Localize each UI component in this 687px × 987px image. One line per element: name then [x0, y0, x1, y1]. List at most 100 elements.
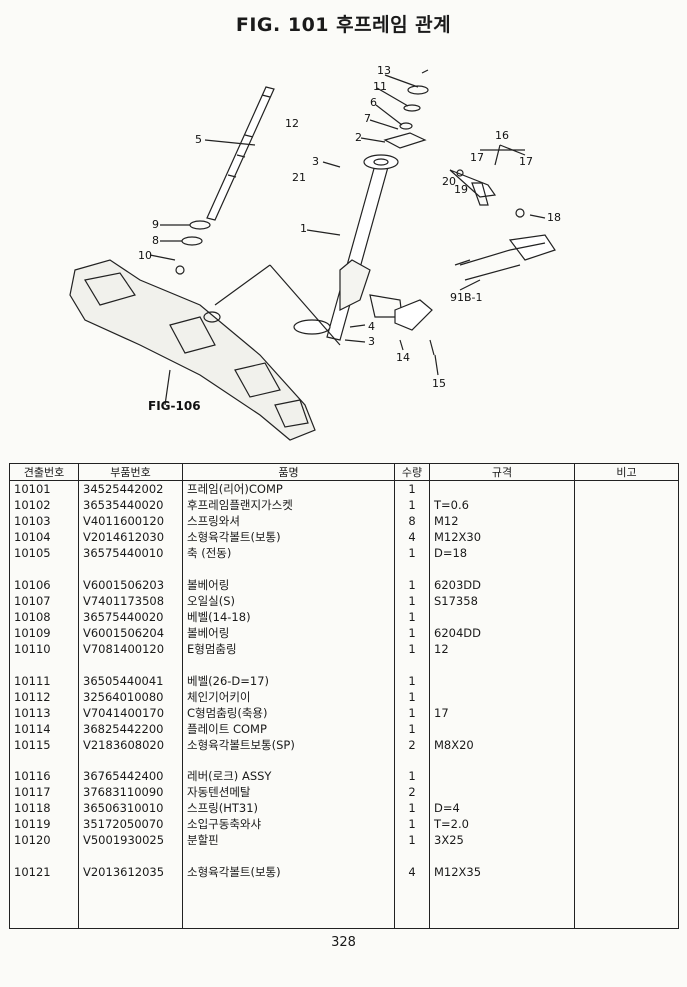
part-no-cell: V6001506203 — [78, 576, 183, 593]
callout-6: 6 — [370, 96, 377, 109]
index-no-cell — [9, 752, 79, 769]
quantity-cell: 1 — [394, 768, 430, 785]
remarks-cell — [574, 816, 679, 833]
table-row — [9, 895, 679, 912]
part-no-cell: V6001506204 — [78, 624, 183, 641]
spec-cell — [429, 848, 575, 865]
part-name-cell: 오일실(S) — [182, 592, 395, 609]
callout-91b-1: 91B-1 — [450, 291, 483, 304]
spec-cell: T=2.0 — [429, 816, 575, 833]
spec-cell — [429, 911, 575, 929]
remarks-cell — [574, 736, 679, 753]
quantity-cell: 1 — [394, 800, 430, 817]
remarks-cell — [574, 784, 679, 801]
table-row — [9, 561, 679, 577]
part-name-cell — [182, 880, 395, 896]
part-name-cell — [182, 895, 395, 912]
index-no-cell: 10121 — [9, 864, 79, 881]
part-no-cell: V2013612035 — [78, 864, 183, 881]
spec-cell — [429, 768, 575, 785]
diagram-svg: 13 11 6 7 2 3 21 1 5 12 9 8 10 4 3 14 15… — [69, 64, 561, 441]
quantity-cell: 1 — [394, 688, 430, 705]
part-no-cell: 36825442200 — [78, 720, 183, 737]
quantity-cell: 1 — [394, 720, 430, 737]
quantity-cell: 1 — [394, 816, 430, 833]
index-no-cell: 10107 — [9, 592, 79, 609]
callout-3b: 3 — [368, 335, 375, 348]
spec-cell: 6203DD — [429, 576, 575, 593]
quantity-cell — [394, 561, 430, 577]
index-no-cell: 10110 — [9, 640, 79, 657]
part-no-cell: 35172050070 — [78, 816, 183, 833]
spec-cell — [429, 672, 575, 689]
quantity-cell: 2 — [394, 736, 430, 753]
callout-16: 16 — [495, 129, 509, 142]
remarks-cell — [574, 672, 679, 689]
part-no-cell: V7081400120 — [78, 640, 183, 657]
remarks-cell — [574, 545, 679, 561]
remarks-cell — [574, 561, 679, 577]
part-name-cell: 후프레임플랜지가스켓 — [182, 497, 395, 513]
spec-cell — [429, 688, 575, 705]
part-name-cell — [182, 561, 395, 577]
quantity-cell: 2 — [394, 784, 430, 801]
part-no-cell: 36535440020 — [78, 497, 183, 513]
table-row — [9, 911, 679, 929]
part-name-cell — [182, 752, 395, 769]
index-no-cell: 10120 — [9, 832, 79, 849]
page-number: 328 — [331, 935, 356, 950]
index-no-cell: 10101 — [9, 480, 79, 497]
table-row — [9, 656, 679, 673]
quantity-cell: 1 — [394, 672, 430, 689]
part-name-cell — [182, 911, 395, 929]
quantity-cell: 1 — [394, 704, 430, 721]
quantity-cell: 1 — [394, 608, 430, 625]
callout-8: 8 — [152, 234, 159, 247]
part-no-cell: 32564010080 — [78, 688, 183, 705]
part-name-cell: 베벨(14-18) — [182, 608, 395, 625]
part-no-cell: 37683110090 — [78, 784, 183, 801]
part-no-cell — [78, 895, 183, 912]
index-no-cell: 10113 — [9, 704, 79, 721]
part-name-cell: 소형육각볼트(보통) — [182, 864, 395, 881]
remarks-cell — [574, 704, 679, 721]
spec-cell: 17 — [429, 704, 575, 721]
callout-15: 15 — [432, 377, 446, 390]
index-no-cell: 10103 — [9, 513, 79, 529]
part-name-cell: 체인기어키이 — [182, 688, 395, 705]
quantity-cell — [394, 656, 430, 673]
remarks-cell — [574, 911, 679, 929]
part-name-cell: 플레이트 COMP — [182, 720, 395, 737]
callout-20: 20 — [442, 175, 456, 188]
part-no-cell: V7401173508 — [78, 592, 183, 609]
quantity-cell — [394, 848, 430, 865]
index-no-cell: 10116 — [9, 768, 79, 785]
part-name-cell: 소형육각볼트보통(SP) — [182, 736, 395, 753]
index-no-cell — [9, 561, 79, 577]
remarks-cell — [574, 656, 679, 673]
remarks-cell — [574, 592, 679, 609]
quantity-cell: 1 — [394, 592, 430, 609]
index-no-cell — [9, 656, 79, 673]
spec-cell — [429, 752, 575, 769]
spec-cell: 12 — [429, 640, 575, 657]
part-no-cell: V2014612030 — [78, 529, 183, 545]
part-no-cell — [78, 911, 183, 929]
spec-cell — [429, 784, 575, 801]
remarks-cell — [574, 576, 679, 593]
part-no-cell: 34525442002 — [78, 480, 183, 497]
header-spec: 규격 — [429, 463, 575, 481]
part-name-cell: 베벨(26-D=17) — [182, 672, 395, 689]
part-name-cell: 자동텐션메탈 — [182, 784, 395, 801]
remarks-cell — [574, 640, 679, 657]
spec-cell — [429, 895, 575, 912]
